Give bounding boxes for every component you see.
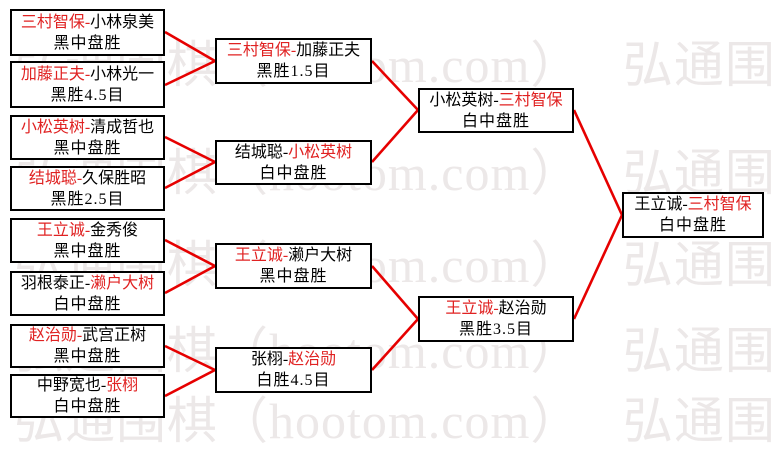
match-result: 白中盘胜	[461, 112, 530, 130]
player-name: 清成哲也	[90, 118, 155, 136]
winner-name: 王立诚-	[445, 300, 499, 317]
winner-name: 加藤正夫-	[20, 65, 91, 83]
match-r2-4: 张栩-赵治勋 白胜4.5目	[215, 347, 372, 393]
match-r2-1: 三村智保-加藤正夫 黑胜1.5目	[215, 38, 372, 84]
match-result: 黑胜3.5目	[458, 321, 533, 338]
match-r1-4: 结城聪-久保胜昭 黑胜2.5目	[10, 166, 165, 211]
match-result: 黑中盘胜	[53, 139, 122, 157]
match-result: 白胜4.5目	[256, 372, 331, 389]
match-result: 黑胜2.5目	[50, 190, 125, 208]
connector-line	[572, 109, 624, 216]
matchup-line: 王立诚-金秀俊	[37, 220, 138, 241]
matchup-line: 王立诚-濑户大树	[235, 245, 352, 266]
winner-name: 三村智保-	[226, 42, 297, 59]
player-name: 王立诚-	[634, 196, 688, 213]
connector-line	[371, 109, 419, 163]
player-name: 久保胜昭	[82, 169, 147, 187]
connector-line	[371, 265, 419, 320]
winner-name: 三村智保	[498, 91, 563, 109]
match-result: 黑中盘胜	[53, 348, 122, 365]
match-r1-3: 小松英树-清成哲也 黑中盘胜	[10, 115, 165, 160]
match-r1-2: 加藤正夫-小林光一 黑胜4.5目	[10, 61, 165, 108]
match-result: 白中盘胜	[658, 217, 727, 234]
connector-line	[164, 30, 216, 63]
match-result: 黑胜1.5目	[256, 63, 331, 80]
match-result: 白中盘胜	[53, 295, 122, 313]
winner-name: 三村智保	[687, 196, 752, 213]
matchup-line: 王立诚-赵治勋	[445, 298, 546, 319]
matchup-line: 小松英树-三村智保	[429, 90, 562, 111]
player-name: 结城聪-	[234, 143, 289, 161]
matchup-line: 小松英树-清成哲也	[21, 117, 154, 138]
match-result: 黑胜4.5目	[50, 86, 125, 104]
match-r2-2: 结城聪-小松英树 白中盘胜	[215, 140, 372, 185]
connector-line	[164, 59, 216, 87]
winner-name: 赵治勋	[288, 351, 337, 368]
connector-line	[572, 214, 624, 320]
connector-line	[164, 135, 216, 164]
match-result: 黑中盘胜	[53, 34, 122, 52]
match-result: 黑中盘胜	[259, 268, 328, 285]
connector-line	[164, 264, 216, 295]
matchup-line: 三村智保-小林泉美	[21, 12, 154, 33]
winner-name: 张栩	[106, 377, 139, 394]
match-r1-7: 赵治勋-武宫正树 黑中盘胜	[10, 324, 165, 368]
player-name: 羽根泰正-	[20, 274, 91, 292]
match-r2-3: 王立诚-濑户大树 黑中盘胜	[215, 243, 372, 289]
player-name: 小林泉美	[90, 13, 155, 31]
player-name: 张栩-	[250, 351, 289, 368]
matchup-line: 王立诚-三村智保	[634, 194, 751, 215]
matchup-line: 三村智保-加藤正夫	[227, 40, 360, 61]
match-r3-2: 王立诚-赵治勋 黑胜3.5目	[418, 296, 574, 342]
winner-name: 结城聪-	[28, 169, 83, 187]
player-name: 金秀俊	[90, 221, 139, 239]
connector-line	[164, 238, 216, 268]
matchup-line: 羽根泰正-濑户大树	[21, 273, 154, 294]
match-r1-1: 三村智保-小林泉美 黑中盘胜	[10, 9, 165, 56]
player-name: 加藤正夫	[296, 42, 361, 59]
match-result: 黑中盘胜	[53, 242, 122, 260]
winner-name: 赵治勋-	[28, 327, 83, 344]
connector-line	[371, 318, 419, 371]
connector-line	[164, 368, 216, 398]
connector-line	[164, 344, 216, 372]
player-name: 中野宽也-	[36, 377, 107, 394]
match-r3-1: 小松英树-三村智保 白中盘胜	[418, 88, 574, 133]
match-final: 王立诚-三村智保 白中盘胜	[622, 192, 764, 238]
connector-line	[371, 60, 419, 111]
matchup-line: 加藤正夫-小林光一	[21, 64, 154, 85]
winner-name: 濑户大树	[90, 274, 155, 292]
matchup-line: 结城聪-久保胜昭	[29, 168, 146, 189]
matchup-line: 张栩-赵治勋	[251, 349, 336, 370]
player-name: 赵治勋	[498, 300, 547, 317]
match-result: 白中盘胜	[53, 398, 122, 415]
connector-line	[164, 160, 216, 190]
winner-name: 小松英树	[288, 143, 353, 161]
winner-name: 小松英树-	[20, 118, 91, 136]
match-r1-5: 王立诚-金秀俊 黑中盘胜	[10, 218, 165, 263]
matchup-line: 赵治勋-武宫正树	[29, 325, 146, 346]
winner-name: 王立诚-	[234, 247, 289, 264]
match-r1-6: 羽根泰正-濑户大树 白中盘胜	[10, 271, 165, 316]
match-r1-8: 中野宽也-张栩 白中盘胜	[10, 374, 165, 418]
matchup-line: 结城聪-小松英树	[235, 142, 352, 163]
match-result: 白中盘胜	[259, 164, 328, 182]
winner-name: 王立诚-	[36, 221, 91, 239]
winner-name: 三村智保-	[20, 13, 91, 31]
player-name: 濑户大树	[288, 247, 353, 264]
matchup-line: 中野宽也-张栩	[37, 375, 138, 396]
player-name: 武宫正树	[82, 327, 147, 344]
player-name: 小林光一	[90, 65, 155, 83]
player-name: 小松英树-	[429, 91, 499, 109]
